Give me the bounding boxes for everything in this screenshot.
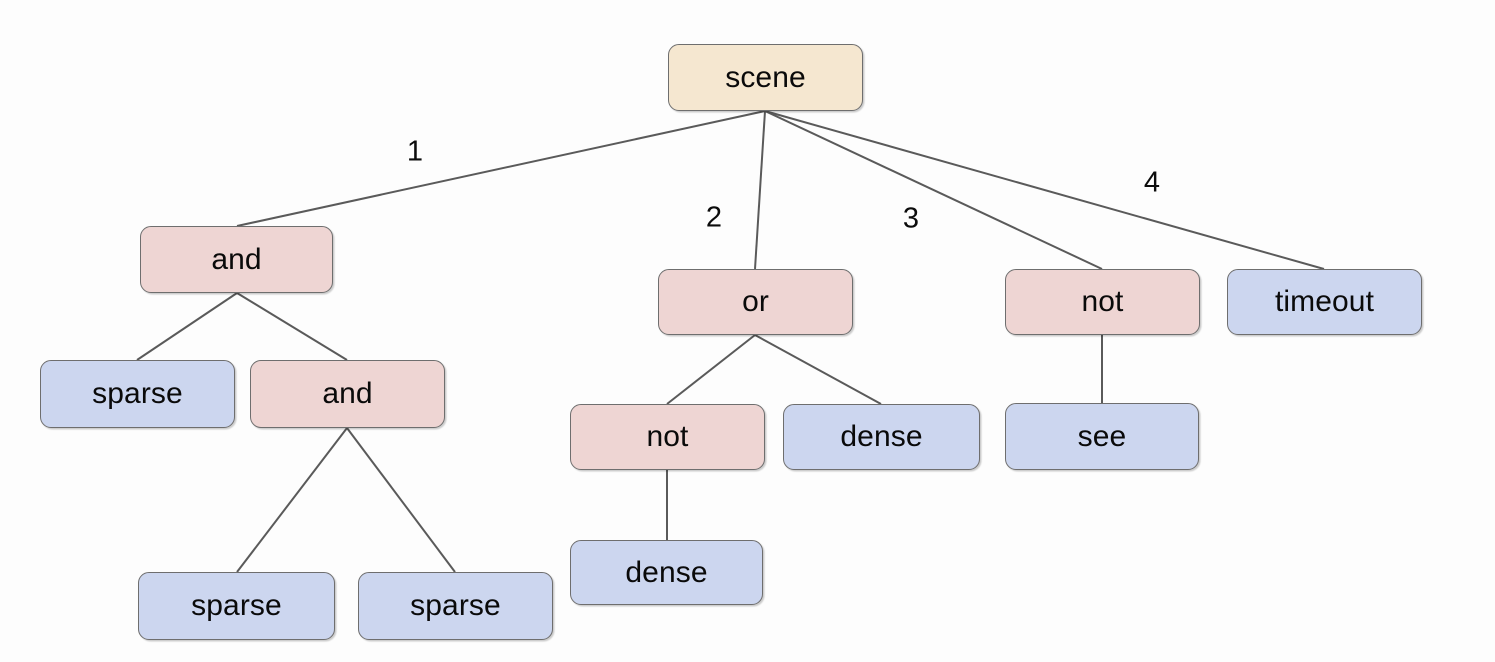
edge-and2-to-sparse3 <box>346 427 456 573</box>
edge-label-3: 3 <box>902 202 920 235</box>
edge-scene-to-not1 <box>764 110 1103 270</box>
node-scene[interactable]: scene <box>668 44 863 111</box>
edge-and1-to-sparse1 <box>136 292 238 361</box>
edge-and2-to-sparse2 <box>236 427 348 573</box>
edge-scene-to-timeout1 <box>764 110 1325 270</box>
node-and1[interactable]: and <box>140 226 333 293</box>
edge-scene-to-and1 <box>236 110 766 227</box>
node-not2[interactable]: not <box>570 404 765 470</box>
node-sparse1[interactable]: sparse <box>40 360 235 428</box>
edge-or1-to-dense1 <box>754 334 882 405</box>
node-timeout1[interactable]: timeout <box>1227 269 1422 335</box>
node-see1[interactable]: see <box>1005 403 1199 470</box>
edge-and1-to-and2 <box>236 292 348 361</box>
node-or1[interactable]: or <box>658 269 853 335</box>
node-dense2[interactable]: dense <box>570 540 763 605</box>
edge-label-2: 2 <box>705 201 723 234</box>
node-sparse2[interactable]: sparse <box>138 572 335 640</box>
edge-label-1: 1 <box>406 135 424 168</box>
edge-or1-to-not2 <box>666 334 756 405</box>
node-not1[interactable]: not <box>1005 269 1200 335</box>
edge-scene-to-or1 <box>754 110 766 270</box>
node-and2[interactable]: and <box>250 360 445 428</box>
edge-label-4: 4 <box>1143 166 1161 199</box>
node-sparse3[interactable]: sparse <box>358 572 553 640</box>
node-dense1[interactable]: dense <box>783 404 980 470</box>
